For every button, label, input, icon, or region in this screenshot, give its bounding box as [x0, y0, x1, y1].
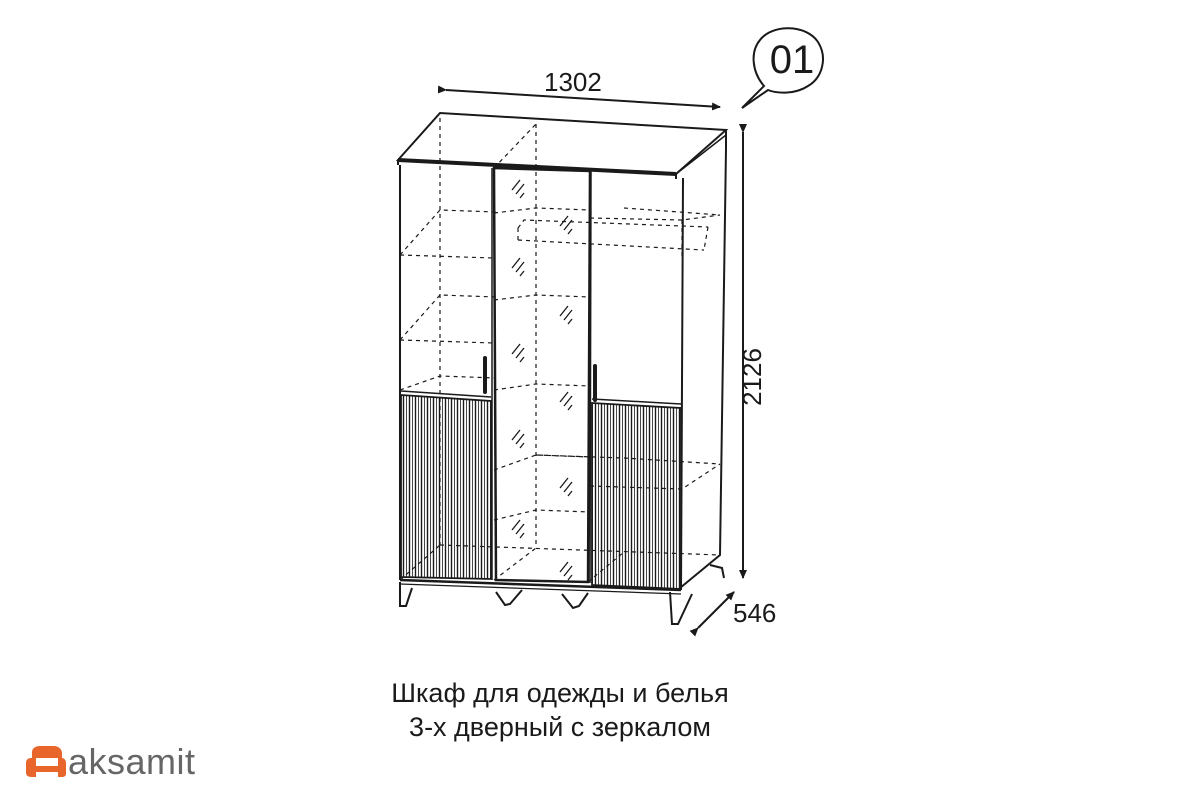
sofa-icon — [26, 746, 66, 777]
interior-hidden-lines — [399, 118, 721, 583]
mirror-marks — [511, 179, 573, 581]
brand-logo: aksamit — [26, 740, 196, 784]
item-number-callout — [741, 27, 824, 109]
item-number: 01 — [769, 38, 815, 82]
right-door-fluted-panel — [591, 402, 682, 590]
product-caption: Шкаф для одежды и белья 3-х дверный с зе… — [320, 676, 800, 744]
caption-line-2: 3-х дверный с зеркалом — [409, 712, 711, 742]
wardrobe-top — [395, 111, 729, 176]
caption-line-1: Шкаф для одежды и белья — [391, 678, 729, 708]
center-door — [492, 166, 592, 584]
left-door-fluted-panel — [400, 394, 492, 580]
depth-dimension-line — [689, 591, 735, 637]
height-value: 2126 — [737, 348, 767, 406]
width-dimension-line — [437, 85, 721, 111]
depth-value: 546 — [733, 598, 777, 628]
top-front-edge — [397, 158, 677, 176]
wardrobe-legs — [399, 564, 725, 625]
wardrobe-right-side — [679, 130, 727, 589]
width-value: 1302 — [544, 67, 602, 97]
wardrobe-front — [399, 165, 684, 595]
logo-text: aksamit — [68, 741, 196, 782]
